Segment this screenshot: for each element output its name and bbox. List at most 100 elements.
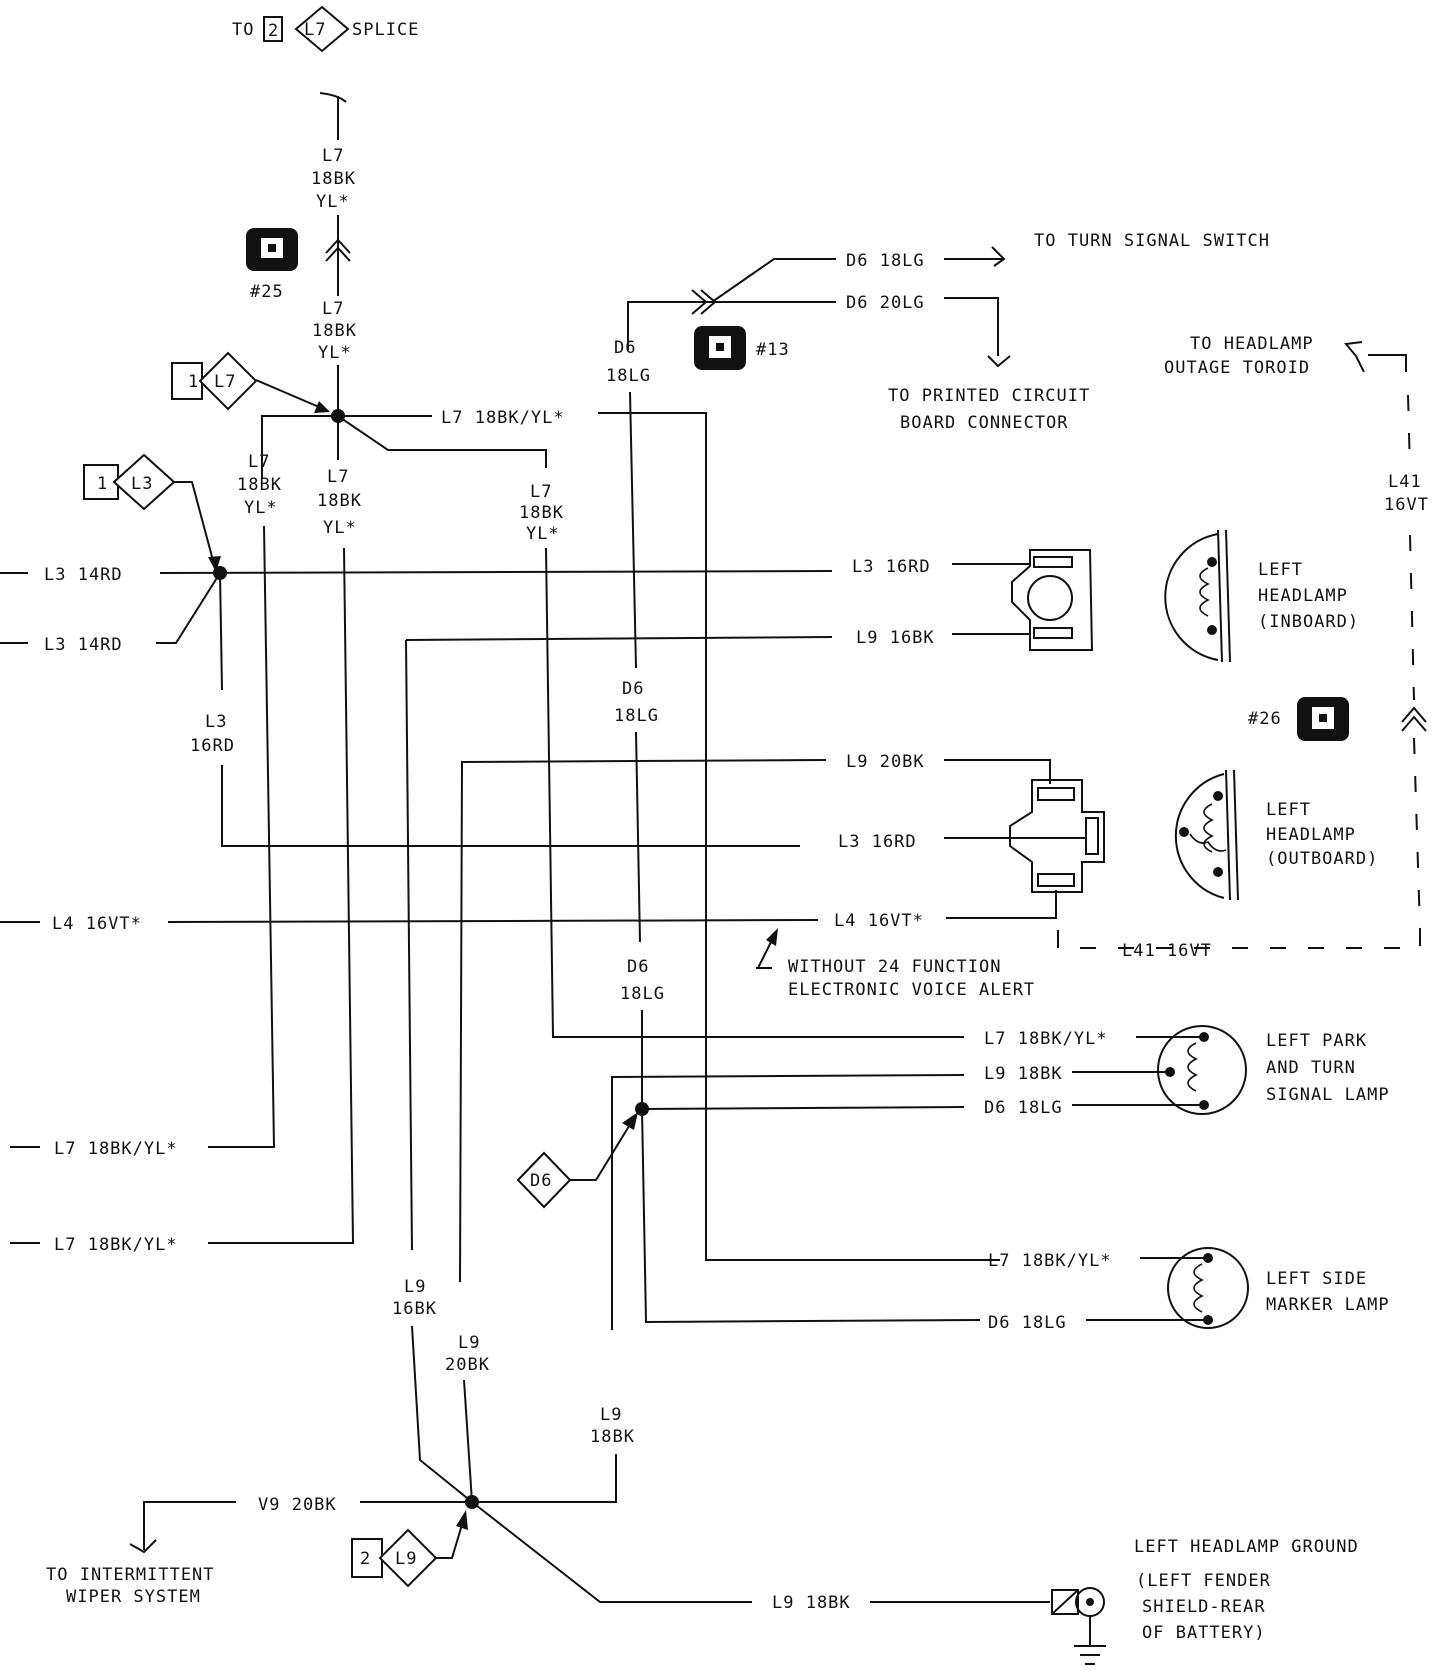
wire-l7-a-branch xyxy=(261,415,338,478)
wire-d6-v3-l1: D6 xyxy=(627,957,649,977)
wire-d6-20lg-label: D6 20LG xyxy=(846,293,925,313)
wire-l3-left-a-label: L3 14RD xyxy=(44,565,123,585)
label-outboard-2: HEADLAMP xyxy=(1266,825,1356,845)
wire-l41-dash-h xyxy=(1060,930,1421,949)
wire-v9-label: V9 20BK xyxy=(258,1495,337,1515)
side-lamp-pin-b xyxy=(1203,1315,1213,1325)
wire-d6-18lg-top-label: D6 18LG xyxy=(846,251,925,271)
splice-3-d6-code: D6 xyxy=(530,1171,552,1191)
headlamp-outboard-filament-a xyxy=(1203,803,1214,853)
wire-break-turn-signal xyxy=(991,246,1006,267)
top-splice-code: L7 xyxy=(304,20,326,40)
label-pcb-1: TO PRINTED CIRCUIT xyxy=(888,386,1090,406)
connector-26-icon-pin xyxy=(1319,714,1327,722)
connector-chevron-1 xyxy=(325,238,351,254)
wire-d6-v1-l1: D6 xyxy=(614,338,636,358)
wire-l7-top-l3: YL* xyxy=(316,192,350,212)
wire-l7-c-l2: 18BK xyxy=(519,503,564,523)
note-without-2: ELECTRONIC VOICE ALERT xyxy=(788,980,1035,1000)
side-lamp-filament xyxy=(1193,1263,1204,1313)
label-outboard-3: (OUTBOARD) xyxy=(1266,849,1378,869)
label-side-1: LEFT SIDE xyxy=(1266,1269,1367,1289)
wire-l7-a-l3: YL* xyxy=(244,498,278,518)
wire-l9-v1-l1: L9 xyxy=(404,1277,426,1297)
label-side-2: MARKER LAMP xyxy=(1266,1295,1390,1315)
wire-l3-outboard-label: L3 16RD xyxy=(838,832,917,852)
splice-2-l3-arrow xyxy=(174,481,216,569)
top-splice-label: SPLICE xyxy=(352,20,419,40)
wire-break-top xyxy=(319,92,347,103)
splice-3-d6-arrow xyxy=(570,1117,635,1181)
connector-outboard-body xyxy=(1009,779,1105,893)
wire-d6-v2-l2: 18LG xyxy=(614,706,659,726)
wire-l7-horiz-to-side xyxy=(598,412,1000,1261)
side-lamp-pin-a xyxy=(1203,1253,1213,1263)
label-pcb-2: BOARD CONNECTOR xyxy=(900,413,1069,433)
park-lamp-pin-c xyxy=(1199,1100,1209,1110)
note-arrow-head xyxy=(766,928,778,946)
wire-l3-outboard xyxy=(221,765,800,847)
wire-l3-inboard-label: L3 16RD xyxy=(852,557,931,577)
wire-l4-b xyxy=(946,890,1057,919)
wire-l9-20bk-to-splice xyxy=(463,1379,473,1503)
wire-l4-right-label: L4 16VT* xyxy=(834,911,924,931)
wire-l7-c-down xyxy=(545,547,964,1038)
wire-l9-inboard xyxy=(405,636,833,641)
headlamp-outboard-pin-c xyxy=(1213,867,1223,877)
wire-l9-ground-label: L9 18BK xyxy=(772,1593,851,1613)
top-splice-number: 2 xyxy=(268,21,279,41)
wire-l3-v-l2: 16RD xyxy=(190,736,235,756)
headlamp-outboard-lens xyxy=(1225,769,1231,901)
connector-26-label: #26 xyxy=(1248,709,1282,729)
label-park-1: LEFT PARK xyxy=(1266,1031,1367,1051)
label-ground-3: SHIELD-REAR xyxy=(1142,1597,1266,1617)
wire-l9-v1-l2: 16BK xyxy=(392,1299,437,1319)
wire-d6-18lg-top-a xyxy=(711,258,836,303)
top-splice-diamond xyxy=(294,5,350,53)
splice-2-l3-code: L3 xyxy=(131,474,153,494)
wire-l41-toroid xyxy=(1368,354,1407,372)
splice-1-l7-arrow xyxy=(255,379,327,411)
wire-l9-v2-l2: 20BK xyxy=(445,1355,490,1375)
connector-25-icon-pin xyxy=(268,244,276,252)
wire-d6-v3-l2: 18LG xyxy=(620,984,665,1004)
wire-l7-a-down xyxy=(208,525,276,1148)
label-inboard-2: HEADLAMP xyxy=(1258,586,1348,606)
splice-4-l9-code: L9 xyxy=(395,1549,417,1569)
wire-l41-h-label: L41 16VT xyxy=(1122,941,1212,961)
connector-13-chevron-2 xyxy=(700,289,717,315)
wire-l7-horiz-label: L7 18BK/YL* xyxy=(441,408,565,428)
wire-d6-park-label: D6 18LG xyxy=(984,1098,1063,1118)
label-ground-2: (LEFT FENDER xyxy=(1136,1571,1271,1591)
wire-l9-16bk-to-splice xyxy=(411,1325,473,1503)
connector-26-chevron-1 xyxy=(1401,706,1427,723)
wire-break-pcb xyxy=(987,355,1011,368)
splice-4-l9-arrow xyxy=(436,1517,465,1559)
wire-break-toroid xyxy=(1344,341,1365,373)
side-lamp-body xyxy=(1167,1247,1249,1329)
splice-1-l7-code: L7 xyxy=(214,372,236,392)
wire-l41-v-l1: L41 xyxy=(1388,472,1422,492)
label-inboard-1: LEFT xyxy=(1258,560,1303,580)
wire-l3-inboard xyxy=(159,570,833,574)
label-park-2: AND TURN xyxy=(1266,1058,1356,1078)
wire-d6-20lg-a xyxy=(627,301,836,350)
label-toroid-2: OUTAGE TOROID xyxy=(1164,358,1310,378)
headlamp-inboard-body xyxy=(1164,533,1219,661)
wire-l4 xyxy=(167,919,819,923)
connector-outboard-pin-b xyxy=(1085,817,1099,855)
wire-l9-20bk xyxy=(459,759,827,1283)
wire-break-wiper xyxy=(129,1539,157,1554)
wire-l9-park-label: L9 18BK xyxy=(984,1064,1063,1084)
ground-eyelet-center xyxy=(1086,1598,1094,1606)
label-inboard-3: (INBOARD) xyxy=(1258,612,1359,632)
connector-26-chevron-2 xyxy=(1401,715,1427,732)
wire-d6-v2-l1: D6 xyxy=(622,679,644,699)
ground-terminal xyxy=(1051,1589,1079,1615)
park-lamp-pin-a xyxy=(1199,1032,1209,1042)
park-lamp-body xyxy=(1157,1025,1247,1115)
connector-13-icon-pin xyxy=(716,343,724,351)
connector-inboard-socket xyxy=(1027,575,1073,621)
wire-l41-dash-a xyxy=(1407,394,1411,471)
wire-l9-inboard-label: L9 16BK xyxy=(856,628,935,648)
